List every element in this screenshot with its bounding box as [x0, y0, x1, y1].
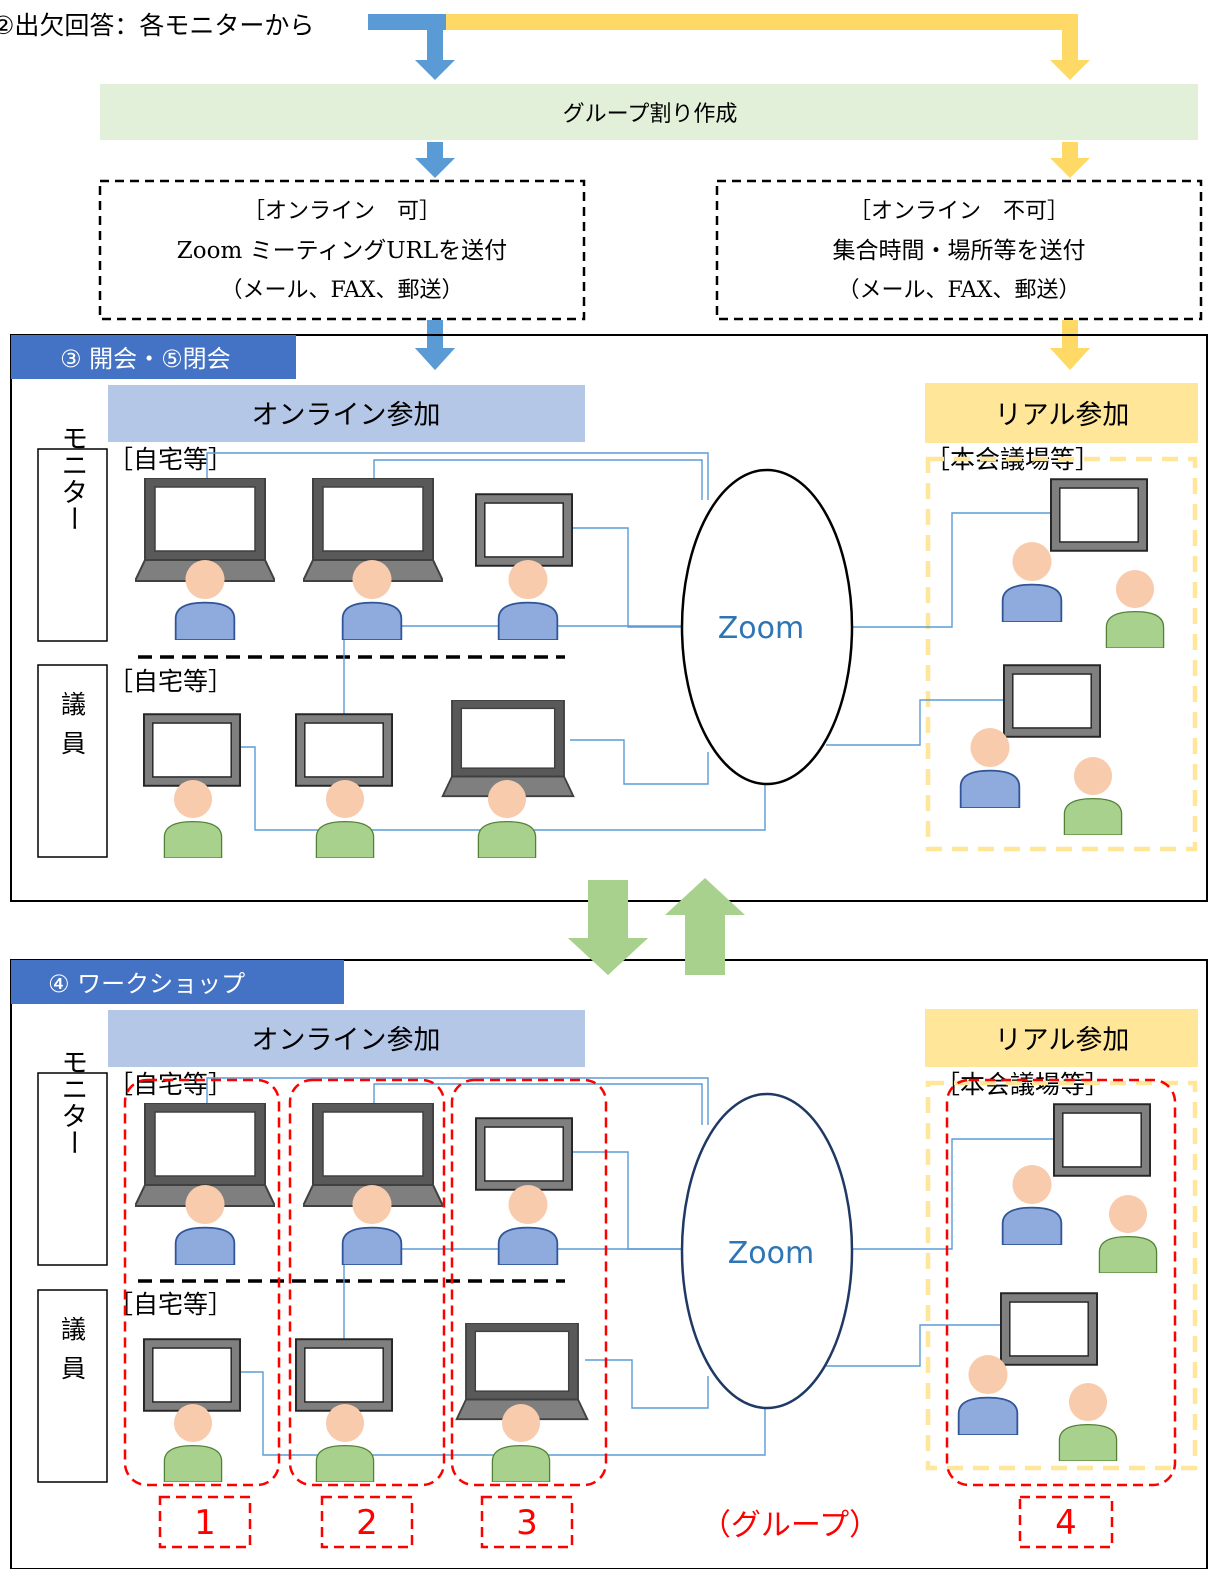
section4-tag-text: ④ ワークショップ: [48, 970, 245, 998]
group-caption: （グループ）: [701, 1508, 879, 1543]
group-3-outline: [450, 1078, 608, 1487]
up-arrow-head: [665, 878, 745, 915]
section3-home-label-monitor: ［自宅等］: [108, 445, 233, 474]
section3-venue-person4-icon: [1063, 757, 1123, 835]
group-2-outline: [288, 1078, 446, 1487]
blue-flow-down: [427, 30, 443, 64]
group-3-tag: [480, 1495, 574, 1549]
step2-label: ②出欠回答：各モニターから: [0, 11, 314, 40]
section3-venue-person2-icon: [1105, 570, 1165, 648]
yellow-arrow-2: [1050, 158, 1090, 178]
section4-venue-person4-icon: [1058, 1383, 1118, 1461]
section4-zoom-cloud: [680, 1092, 854, 1410]
section3-zoom-cloud: [680, 468, 854, 786]
section3-row-monitor-text: モニター: [57, 424, 88, 532]
section3-online-label: オンライン参加: [252, 400, 441, 431]
section3-monitor3-person-icon: [497, 560, 559, 640]
section3-venue-person3-icon: [959, 728, 1021, 808]
online-ok-line1: Zoom ミーティングURLを送付: [177, 238, 507, 264]
section4-venue-person3-icon: [957, 1355, 1019, 1435]
online-ok-title: ［オンライン 可］: [243, 199, 441, 224]
blue-flow-bar: [368, 14, 446, 30]
section4-tag: [11, 960, 344, 1004]
section4-venue-box: [925, 1080, 1198, 1471]
section3-venue-box: [925, 456, 1198, 852]
section3-zoom-label: Zoom: [718, 611, 804, 646]
group-1-number: 1: [194, 1503, 216, 1543]
group-4-tag: [1018, 1495, 1114, 1549]
group-2-number: 2: [356, 1503, 378, 1543]
section3-online-band: [108, 385, 585, 442]
section4-online-label: オンライン参加: [252, 1025, 441, 1056]
section3-venue-person1-icon: [1001, 542, 1063, 622]
section4-real-band: [925, 1009, 1198, 1067]
section4-row-monitor-text: モニター: [57, 1048, 88, 1156]
section3-member1-desktop-icon: [143, 713, 241, 787]
section4-zoom-label: Zoom: [728, 1236, 814, 1271]
section4-member1-desktop-icon: [143, 1338, 241, 1412]
section3-member2-person-icon: [315, 780, 375, 858]
yellow-stem-2: [1062, 142, 1078, 162]
section4-venue-desktop2-icon: [1000, 1292, 1098, 1366]
section3-venue-desktop1-icon: [1050, 478, 1148, 552]
section4-row-monitor: [37, 1072, 108, 1266]
section4-member2-desktop-icon: [295, 1338, 393, 1412]
section4-venue-desktop1-icon: [1053, 1103, 1151, 1177]
group-4-number: 4: [1055, 1503, 1077, 1543]
section-workshop: ④ ワークショップ オンライン参加 リアル参加 モニター 議員 ［自宅等］ ［自…: [10, 915, 1208, 1569]
section3-row-member-text: 議員: [58, 691, 87, 769]
section4-real-label: リアル参加: [995, 1025, 1130, 1056]
section4-member1-person-icon: [163, 1404, 223, 1482]
group-1-tag: [158, 1495, 252, 1549]
section4-venue-person2-icon: [1098, 1195, 1158, 1273]
section3-row-monitor: [37, 448, 108, 642]
section3-venue-desktop2-icon: [1003, 664, 1101, 738]
section3-member1-person-icon: [163, 780, 223, 858]
section3-real-label: リアル参加: [995, 400, 1130, 431]
section4-home-label-member: ［自宅等］: [108, 1290, 233, 1319]
yellow-arrow-1: [1050, 60, 1090, 80]
section4-online-band: [108, 1010, 585, 1067]
group-2-tag: [320, 1495, 414, 1549]
section4-venue-person1-icon: [1001, 1165, 1063, 1245]
section4-monitor3-desktop-icon: [475, 1117, 573, 1191]
section4-row-member-text: 議員: [58, 1316, 87, 1394]
grouping-band: [100, 84, 1198, 140]
section3-member2-desktop-icon: [295, 713, 393, 787]
online-ng-box: [715, 179, 1203, 321]
blue-arrow-1: [415, 60, 455, 80]
section4-group-outlines: [123, 1078, 1177, 1487]
section3-row-member: [37, 664, 108, 858]
section-opening-closing: ③ 開会・⑤閉会 オンライン参加 リアル参加 モニター 議員 ［自宅等］ ［自宅…: [10, 334, 1208, 902]
grouping-label: グループ割り作成: [563, 102, 738, 127]
blue-stem-2: [427, 142, 443, 162]
section3-tag: [11, 335, 296, 379]
yellow-flow-down: [1062, 14, 1078, 64]
section4-member2-person-icon: [315, 1404, 375, 1482]
section3-monitor3-desktop-icon: [475, 493, 573, 567]
section3-tag-text: ③ 開会・⑤閉会: [60, 345, 231, 373]
section3-home-label-member: ［自宅等］: [108, 667, 233, 696]
yellow-flow-bar: [446, 14, 1078, 30]
section4-home-label-monitor: ［自宅等］: [108, 1070, 233, 1099]
group-4-outline: [945, 1078, 1177, 1487]
section3-real-band: [925, 383, 1198, 443]
blue-arrow-2: [415, 158, 455, 178]
online-ng-title: ［オンライン 不可］: [849, 199, 1069, 224]
online-ng-line2: （メール、FAX、郵送）: [838, 278, 1081, 303]
online-ng-line1: 集合時間・場所等を送付: [833, 238, 1086, 264]
group-3-number: 3: [516, 1503, 538, 1543]
section4-monitor3-person-icon: [497, 1185, 559, 1265]
section4-row-member: [37, 1289, 108, 1483]
group-1-outline: [123, 1078, 281, 1487]
online-ok-box: [98, 179, 586, 321]
online-ok-line2: （メール、FAX、郵送）: [221, 278, 464, 303]
